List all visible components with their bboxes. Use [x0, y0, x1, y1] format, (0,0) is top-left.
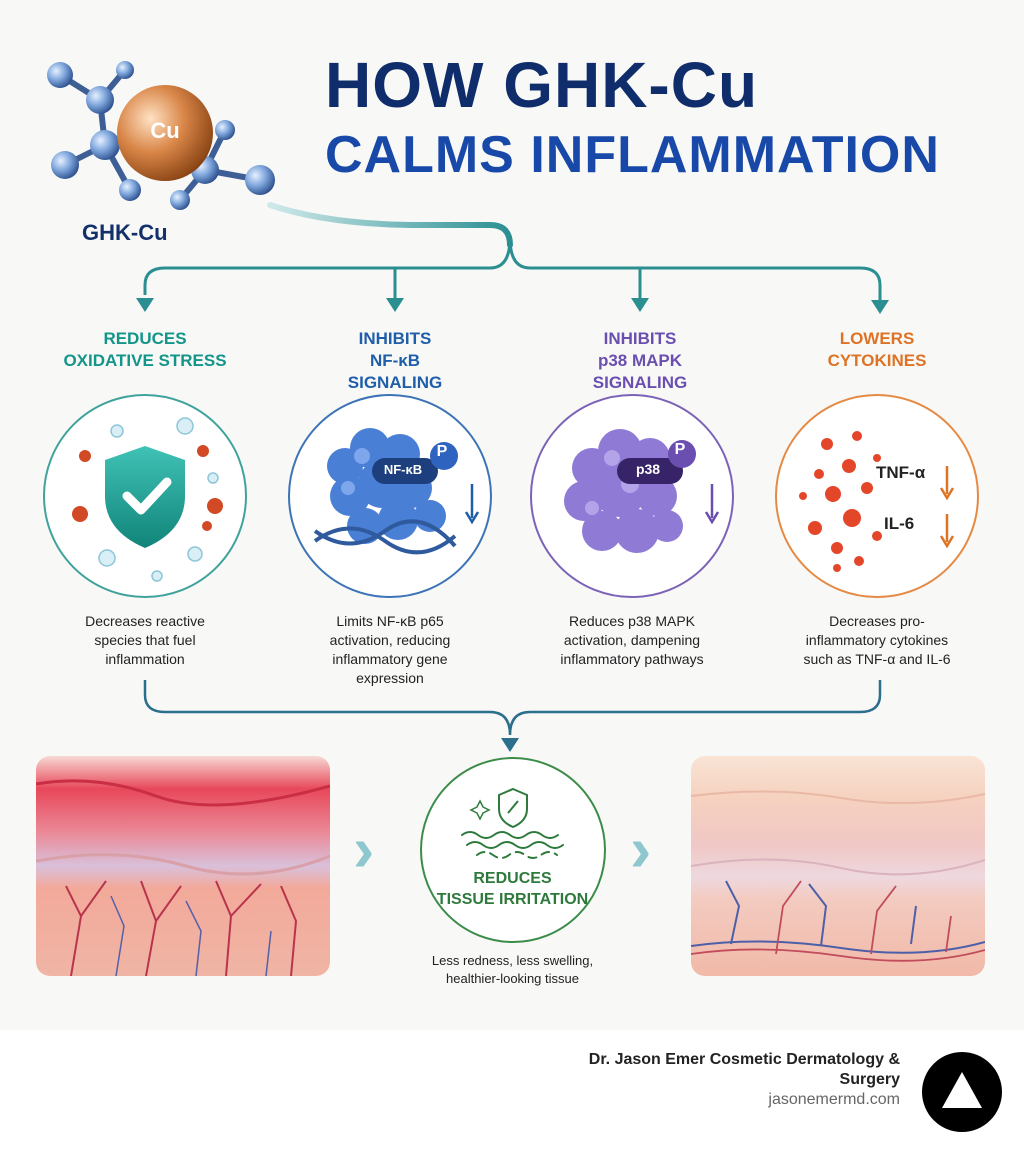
mechanism-desc-p38: Reduces p38 MAPK activation, dampening i… [560, 613, 704, 667]
brand-logo-icon [922, 1052, 1002, 1132]
cytokine-tnf-label: TNF-α [876, 463, 926, 482]
nfkb-protein-icon [313, 428, 480, 555]
outcome-description: Less redness, less swelling, healthier-l… [431, 953, 594, 986]
mechanism-desc-cytokines: Decreases pro- inflammatory cytokines su… [803, 613, 951, 667]
nfkb-badge: NF-κB [383, 462, 423, 477]
mechanism-title-nfkb: INHIBITS NF-κB SIGNALING [347, 329, 443, 392]
oxidative-stress-circle [43, 394, 247, 598]
page-title-line-2: CALMS INFLAMMATION [325, 126, 940, 184]
molecule-label: GHK-Cu [82, 220, 168, 245]
cu-atom-label: Cu [150, 118, 180, 143]
mechanism-title-oxidative-stress: REDUCES OXIDATIVE STRESS [63, 329, 227, 370]
footer-website[interactable]: jasonemermd.com [768, 1091, 900, 1108]
inflamed-tissue-illustration [36, 756, 330, 976]
footer-practice-name: Dr. Jason Emer Cosmetic Dermatology & Su… [588, 1051, 900, 1088]
outcome-circle [420, 757, 606, 943]
shield-check-icon [72, 417, 223, 582]
outcome-title: REDUCES TISSUE IRRITATION [436, 870, 589, 908]
chevron-right-icon: › [353, 813, 375, 885]
mechanism-desc-nfkb: Limits NF-κB p65 activation, reducing in… [329, 613, 451, 686]
nfkb-phospho-badge: P [436, 443, 448, 460]
mechanism-desc-oxidative-stress: Decreases reactive species that fuel inf… [85, 613, 205, 667]
mechanism-title-p38: INHIBITS p38 MAPK SIGNALING [592, 329, 688, 392]
p38-phospho-badge: P [674, 441, 686, 458]
cytokine-il6-label: IL-6 [884, 514, 915, 533]
cytokines-circle [775, 394, 979, 598]
p38-protein-icon [564, 429, 720, 553]
connector-lines [136, 202, 889, 752]
healthy-tissue-illustration [691, 756, 985, 976]
page-title-line-1: HOW GHK-Cu [325, 49, 759, 121]
p38-badge: p38 [635, 461, 661, 477]
mechanism-title-cytokines: LOWERS CYTOKINES [827, 329, 927, 370]
calm-tissue-icon [461, 787, 564, 859]
infographic: Cu GHK-Cu HOW GHK-Cu CALMS INFLAMMATION … [36, 49, 985, 986]
p38-circle [530, 394, 734, 598]
cytokine-particles-icon [799, 431, 955, 572]
nfkb-circle [288, 394, 492, 598]
ghk-cu-molecule-illustration [47, 61, 275, 210]
chevron-right-icon: › [630, 813, 652, 885]
